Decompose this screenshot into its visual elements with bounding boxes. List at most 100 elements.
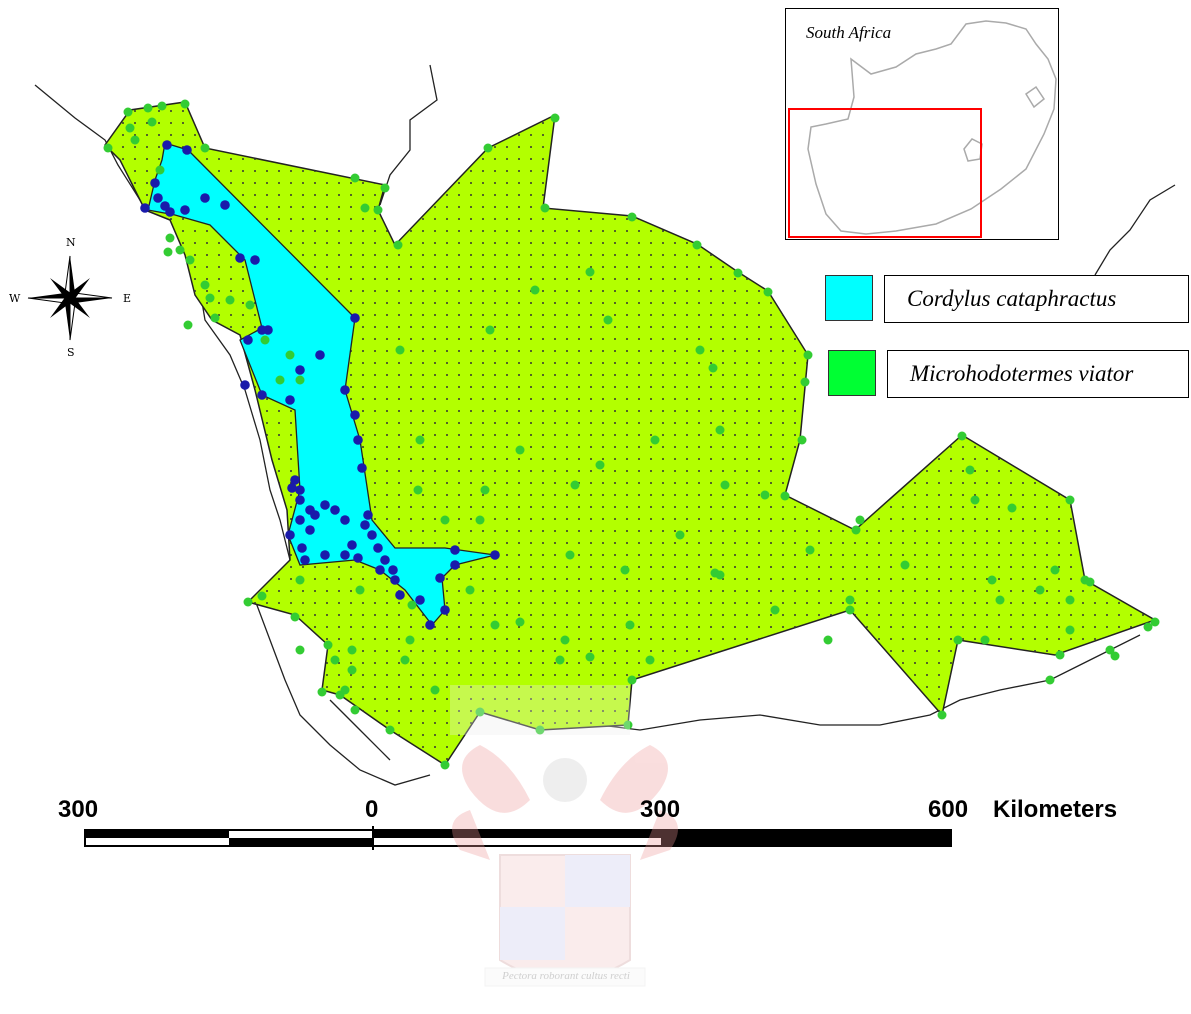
cordylus-occurrence-point [240,380,250,390]
cordylus-occurrence-point [182,145,192,155]
viator-occurrence-point [200,280,210,290]
cordylus-occurrence-point [415,595,425,605]
viator-occurrence-point [290,612,300,622]
viator-occurrence-point [103,143,113,153]
viator-occurrence-point [535,725,545,735]
viator-occurrence-point [1065,625,1075,635]
viator-occurrence-point [957,431,967,441]
cordylus-occurrence-point [490,550,500,560]
cordylus-occurrence-point [310,510,320,520]
viator-occurrence-point [210,313,220,323]
cordylus-occurrence-point [388,565,398,575]
viator-occurrence-point [407,600,417,610]
viator-occurrence-point [147,117,157,127]
viator-occurrence-point [603,315,613,325]
viator-occurrence-point [823,635,833,645]
viator-occurrence-point [225,295,235,305]
viator-occurrence-point [395,345,405,355]
viator-occurrence-point [797,435,807,445]
cordylus-occurrence-point [243,335,253,345]
cordylus-occurrence-point [305,525,315,535]
cordylus-occurrence-point [295,515,305,525]
scale-tick-label: 0 [365,796,379,823]
cordylus-occurrence-point [425,620,435,630]
viator-occurrence-point [515,445,525,455]
viator-occurrence-point [780,491,790,501]
viator-occurrence-point [995,595,1005,605]
compass-rose-icon [27,255,113,341]
viator-occurrence-point [595,460,605,470]
viator-occurrence-point [175,245,185,255]
viator-occurrence-point [530,285,540,295]
viator-occurrence-point [570,480,580,490]
viator-occurrence-point [965,465,975,475]
viator-occurrence-point [143,103,153,113]
viator-occurrence-point [490,620,500,630]
compass-west-label: W [9,292,21,305]
legend-swatch-cordylus [825,275,873,321]
viator-occurrence-point [970,495,980,505]
viator-occurrence-point [803,350,813,360]
viator-occurrence-point [340,685,350,695]
viator-occurrence-point [485,325,495,335]
viator-occurrence-point [800,377,810,387]
cordylus-occurrence-point [375,565,385,575]
cordylus-occurrence-point [300,555,310,565]
cordylus-occurrence-point [360,520,370,530]
viator-occurrence-point [515,617,525,627]
viator-occurrence-point [180,99,190,109]
cordylus-occurrence-point [340,550,350,560]
cordylus-occurrence-point [373,543,383,553]
scale-tick-label: 600 [928,796,969,823]
viator-occurrence-point [627,675,637,685]
viator-occurrence-point [285,350,295,360]
viator-occurrence-point [295,375,305,385]
viator-occurrence-point [440,515,450,525]
scale-unit-label: Kilometers [993,796,1118,823]
viator-occurrence-point [295,575,305,585]
viator-occurrence-point [540,203,550,213]
viator-occurrence-point [625,620,635,630]
cordylus-occurrence-point [297,543,307,553]
cordylus-occurrence-point [380,555,390,565]
viator-occurrence-point [483,143,493,153]
viator-points [103,99,1160,770]
cordylus-occurrence-point [320,500,330,510]
viator-occurrence-point [980,635,990,645]
scale-bar [84,826,952,850]
viator-occurrence-point [1035,585,1045,595]
viator-occurrence-point [465,585,475,595]
viator-occurrence-point [245,300,255,310]
viator-occurrence-point [317,687,327,697]
viator-occurrence-point [851,525,861,535]
viator-occurrence-point [623,720,633,730]
cordylus-occurrence-point [435,573,445,583]
viator-occurrence-point [400,655,410,665]
viator-occurrence-point [155,165,165,175]
cordylus-occurrence-point [390,575,400,585]
viator-occurrence-point [650,435,660,445]
scale-tick-label: 300 [640,796,681,823]
cordylus-occurrence-point [250,255,260,265]
viator-occurrence-point [405,635,415,645]
compass-north-label: N [66,236,76,249]
cordylus-occurrence-point [257,390,267,400]
south-africa-outline-icon [788,20,1057,238]
viator-occurrence-point [260,335,270,345]
viator-occurrence-point [953,635,963,645]
viator-occurrence-point [763,287,773,297]
viator-occurrence-point [183,320,193,330]
viator-occurrence-point [413,485,423,495]
viator-occurrence-point [480,485,490,495]
cordylus-occurrence-point [295,485,305,495]
viator-occurrence-point [430,685,440,695]
viator-occurrence-point [380,183,390,193]
cordylus-occurrence-point [330,505,340,515]
cordylus-occurrence-point [200,193,210,203]
viator-occurrence-point [855,515,865,525]
viator-occurrence-point [360,203,370,213]
cordylus-occurrence-point [287,483,297,493]
viator-occurrence-point [475,707,485,717]
viator-occurrence-point [987,575,997,585]
cordylus-points [140,140,500,630]
